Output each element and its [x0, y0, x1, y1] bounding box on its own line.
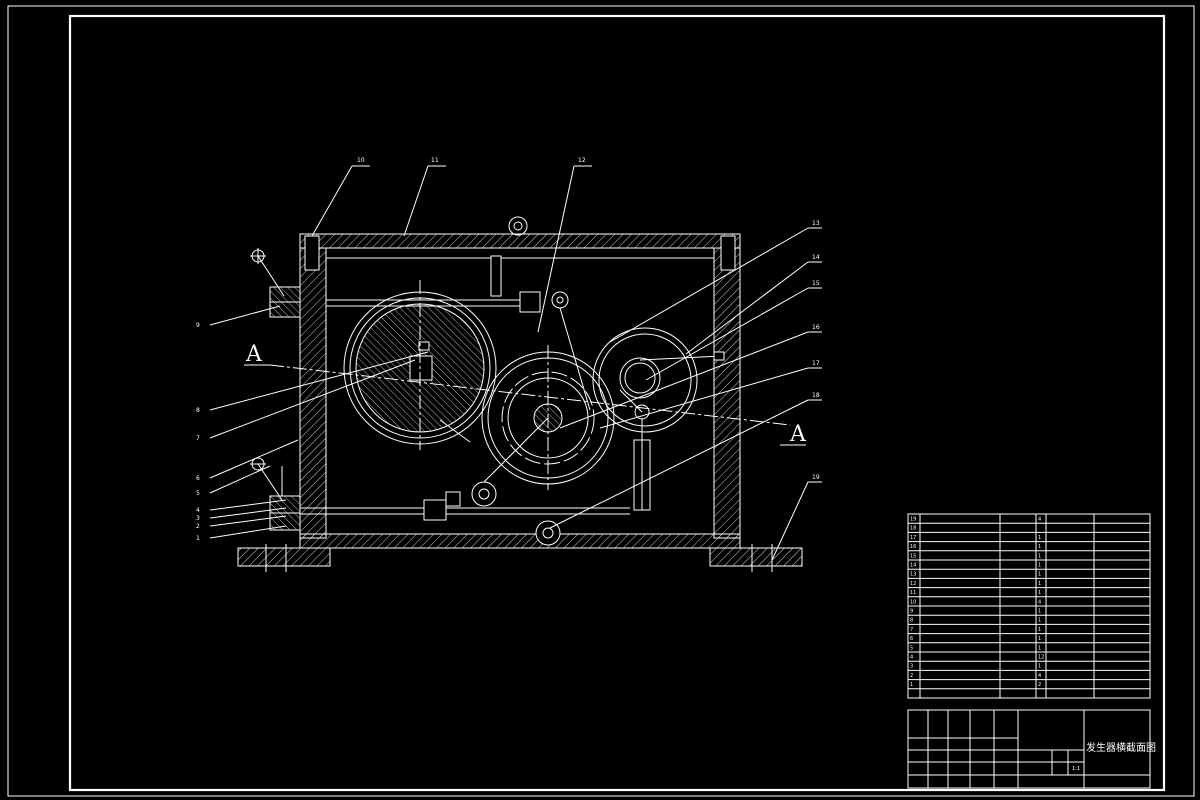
inner-frame-border: [68, 14, 1166, 792]
parts-qty: 1: [1038, 664, 1041, 670]
callout-17: 17: [812, 360, 820, 367]
drawing-scale: 1:1: [1072, 766, 1080, 772]
parts-no: 1: [910, 682, 913, 688]
parts-no: 17: [910, 535, 916, 541]
parts-no: 13: [910, 572, 916, 578]
callout-6: 6: [196, 475, 200, 482]
parts-no: 6: [910, 636, 913, 642]
parts-no: 18: [910, 526, 916, 532]
callout-19: 19: [812, 474, 820, 481]
parts-row: 12 1: [910, 581, 1041, 587]
parts-row: 17 1: [910, 535, 1041, 541]
callout-2: 2: [196, 523, 200, 530]
parts-no: 16: [910, 544, 916, 550]
callout-12: 12: [578, 157, 586, 164]
parts-qty: 1: [1038, 563, 1041, 569]
parts-qty: 4: [1038, 673, 1041, 679]
drawing-title: 发生器横截面图: [1086, 741, 1156, 754]
callout-1: 1: [196, 535, 200, 542]
parts-no: 15: [910, 553, 916, 559]
parts-no: 4: [910, 655, 913, 661]
parts-qty: 1: [1038, 618, 1041, 624]
parts-row: 15 1: [910, 553, 1041, 559]
parts-no: 10: [910, 599, 916, 605]
parts-qty: 4: [1038, 517, 1041, 523]
parts-no: 2: [910, 673, 913, 679]
parts-row: 16 1: [910, 544, 1041, 550]
callout-16: 16: [812, 324, 820, 331]
parts-qty: 1: [1038, 627, 1041, 633]
callout-numbers: 10 11 12 13 14 15 16 17 18 19 9 8 7 6 5 …: [196, 157, 820, 542]
parts-qty: 1: [1038, 544, 1041, 550]
gearbox-housing: [237, 216, 803, 572]
parts-row: 4 12: [910, 655, 1044, 661]
callout-15: 15: [812, 280, 820, 287]
parts-qty: 1: [1038, 609, 1041, 615]
parts-qty: 4: [1038, 599, 1041, 605]
callout-11: 11: [431, 157, 439, 164]
small-gear: [592, 327, 698, 433]
callout-10: 10: [357, 157, 365, 164]
parts-no: 14: [910, 563, 916, 569]
parts-qty: 2: [1038, 682, 1041, 688]
callout-13: 13: [812, 220, 820, 227]
callout-5: 5: [196, 490, 200, 497]
parts-qty: 1: [1038, 553, 1041, 559]
parts-no: 11: [910, 590, 916, 596]
leader-lines: [209, 165, 822, 561]
parts-row: 10 4: [910, 599, 1041, 605]
parts-no: 7: [910, 627, 913, 633]
section-mark-right: A: [789, 422, 807, 447]
parts-no: 5: [910, 645, 913, 651]
title-block: 发生器横截面图 1:1: [907, 709, 1156, 789]
callout-8: 8: [196, 407, 200, 414]
callout-7: 7: [196, 435, 200, 442]
parts-row: 14 1: [910, 563, 1041, 569]
parts-no: 8: [910, 618, 913, 624]
outer-sheet-border: [7, 5, 1195, 797]
center-lines: [269, 280, 791, 490]
parts-qty: 1: [1038, 572, 1041, 578]
parts-qty: 1: [1038, 636, 1041, 642]
left-handle-assemblies: [250, 248, 301, 531]
parts-no: 12: [910, 581, 916, 587]
parts-qty: 1: [1038, 590, 1041, 596]
linkages: [300, 255, 725, 521]
parts-qty: 1: [1038, 535, 1041, 541]
callout-3: 3: [196, 515, 200, 522]
callout-9: 9: [196, 322, 200, 329]
callout-4: 4: [196, 507, 200, 514]
section-mark-left: A: [245, 342, 263, 367]
parts-row: 13 1: [910, 572, 1041, 578]
parts-row: 19 4: [910, 517, 1041, 523]
parts-qty: 1: [1038, 581, 1041, 587]
parts-no: 3: [910, 664, 913, 670]
parts-no: 19: [910, 517, 916, 523]
parts-qty: 12: [1038, 655, 1044, 661]
callout-14: 14: [812, 254, 820, 261]
parts-qty: 1: [1038, 645, 1041, 651]
parts-row: 18: [910, 526, 916, 532]
callout-18: 18: [812, 392, 820, 399]
parts-no: 9: [910, 609, 913, 615]
